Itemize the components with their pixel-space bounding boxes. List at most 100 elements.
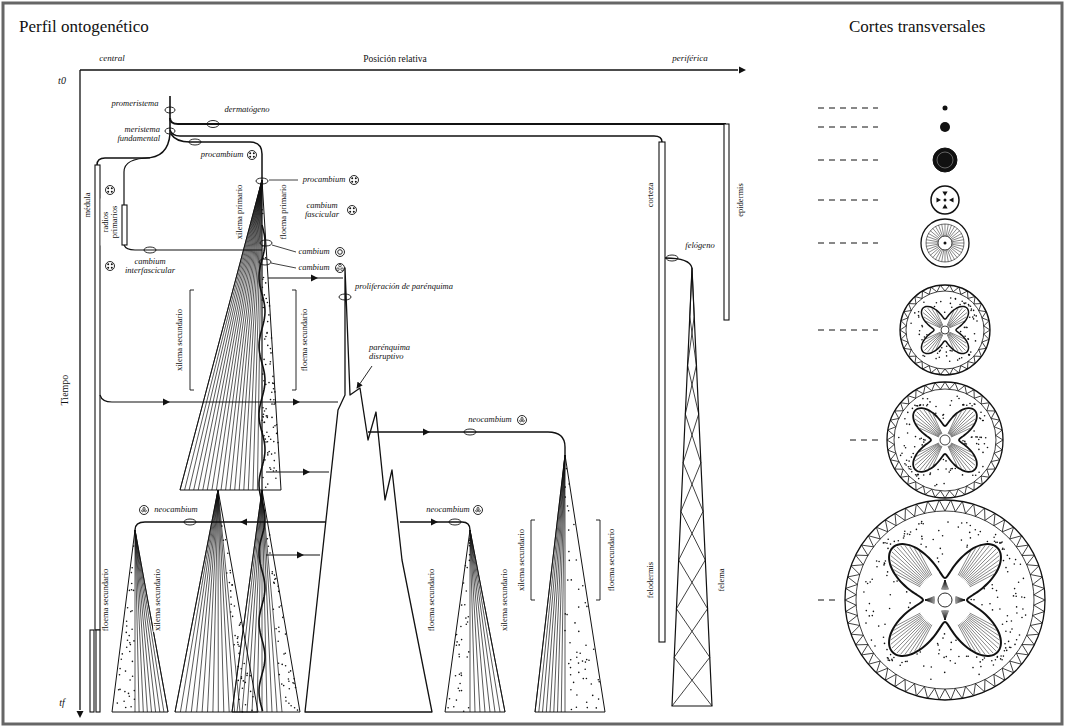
stipple-dot — [267, 321, 269, 323]
stipple-dot — [1019, 634, 1021, 636]
process-label: parénquima disruptivo — [368, 343, 422, 362]
stipple-dot — [935, 406, 937, 408]
stipple-dot — [238, 680, 240, 682]
section-outline — [937, 152, 953, 168]
stipple-dot — [265, 487, 267, 489]
stipple-dot — [578, 606, 580, 608]
stipple-dot — [1016, 639, 1018, 641]
stipple-dot — [267, 538, 269, 540]
leader-oval — [184, 519, 196, 525]
stipple-dot — [469, 540, 471, 542]
stipple-dot — [908, 466, 910, 468]
stipple-dot — [223, 539, 225, 541]
xylem-lobe — [913, 408, 977, 472]
stipple-dot — [921, 339, 923, 341]
stipple-dot — [937, 557, 939, 559]
stipple-dot — [593, 648, 595, 650]
stipple-dot — [585, 645, 587, 647]
stipple-dot — [964, 336, 966, 338]
tissue-label: xilema secundario — [153, 568, 162, 632]
stipple-dot — [127, 607, 129, 609]
stipple-dot — [910, 466, 912, 468]
stipple-dot — [951, 642, 953, 644]
stipple-dot — [942, 415, 944, 417]
stipple-dot — [274, 452, 276, 454]
stipple-dot — [969, 403, 971, 405]
tissue-symbol-dot — [249, 156, 251, 158]
stipple-dot — [966, 522, 968, 524]
stipple-dot — [281, 664, 283, 666]
stipple-dot — [285, 633, 287, 635]
stipple-dot — [987, 447, 989, 449]
stipple-dot — [970, 525, 972, 527]
stipple-dot — [592, 695, 594, 697]
section-outline — [943, 106, 948, 111]
tissue-symbol — [477, 507, 479, 509]
stipple-dot — [262, 477, 264, 479]
stipple-dot — [221, 525, 223, 527]
stipple-dot — [961, 539, 963, 541]
stipple-dot — [268, 545, 270, 547]
tissue-label: felema — [717, 567, 726, 592]
parenchyma-shape — [305, 268, 432, 712]
stipple-dot — [911, 456, 913, 458]
stipple-dot — [466, 656, 468, 658]
stipple-dot — [128, 693, 130, 695]
bracket — [292, 290, 296, 390]
stipple-dot — [916, 475, 918, 477]
tissue-symbol-dot — [107, 263, 109, 265]
stipple-dot — [969, 354, 971, 356]
stipple-dot — [909, 602, 911, 604]
stipple-dot — [565, 496, 567, 498]
stipple-dot — [907, 432, 909, 434]
ontogeny-drawing — [77, 67, 1046, 719]
stipple-dot — [942, 553, 944, 555]
epidermis-band — [724, 124, 729, 320]
stipple-dot — [272, 376, 274, 378]
stipple-dot — [918, 523, 920, 525]
stipple-dot — [975, 340, 977, 342]
stipple-dot — [598, 679, 600, 681]
stipple-dot — [961, 357, 963, 359]
stipple-dot — [461, 604, 463, 606]
stipple-dot — [278, 591, 280, 593]
stipple-dot — [273, 383, 275, 385]
stipple-dot — [957, 359, 959, 361]
stipple-dot — [973, 403, 975, 405]
stipple-dot — [129, 679, 131, 681]
stipple-dot — [869, 581, 871, 583]
stipple-dot — [978, 534, 980, 536]
stipple-dot — [920, 651, 922, 653]
stipple-dot — [266, 332, 268, 334]
stipple-dot — [586, 701, 588, 703]
stipple-dot — [959, 358, 961, 360]
stipple-dot — [954, 663, 956, 665]
tissue-symbol-dot — [107, 191, 109, 193]
xylem-rays — [926, 224, 964, 262]
stipple-dot — [921, 325, 923, 327]
stipple-dot — [975, 529, 977, 531]
tissue-symbol — [350, 176, 359, 185]
stipple-dot — [267, 417, 269, 419]
stipple-dot — [908, 607, 910, 609]
tissue-label: corteza — [646, 182, 655, 209]
stipple-dot — [1011, 620, 1013, 622]
stipple-dot — [931, 666, 933, 668]
stipple-dot — [972, 474, 974, 476]
stipple-dot — [233, 644, 235, 646]
stipple-dot — [960, 331, 962, 333]
stipple-dot — [955, 298, 957, 300]
stipple-dot — [865, 581, 867, 583]
stipple-dot — [905, 464, 907, 466]
stipple-dot — [964, 303, 966, 305]
stipple-dot — [267, 441, 269, 443]
stipple-dot — [1006, 621, 1008, 623]
tissue-label: floema secundario — [427, 568, 436, 633]
stipple-dot — [907, 533, 909, 535]
stipple-dot — [943, 414, 945, 416]
stipple-dot — [997, 656, 999, 658]
stipple-dot — [1010, 631, 1012, 633]
periderm-ring — [845, 500, 1045, 700]
stipple-dot — [980, 531, 982, 533]
arrow-head — [739, 67, 746, 74]
